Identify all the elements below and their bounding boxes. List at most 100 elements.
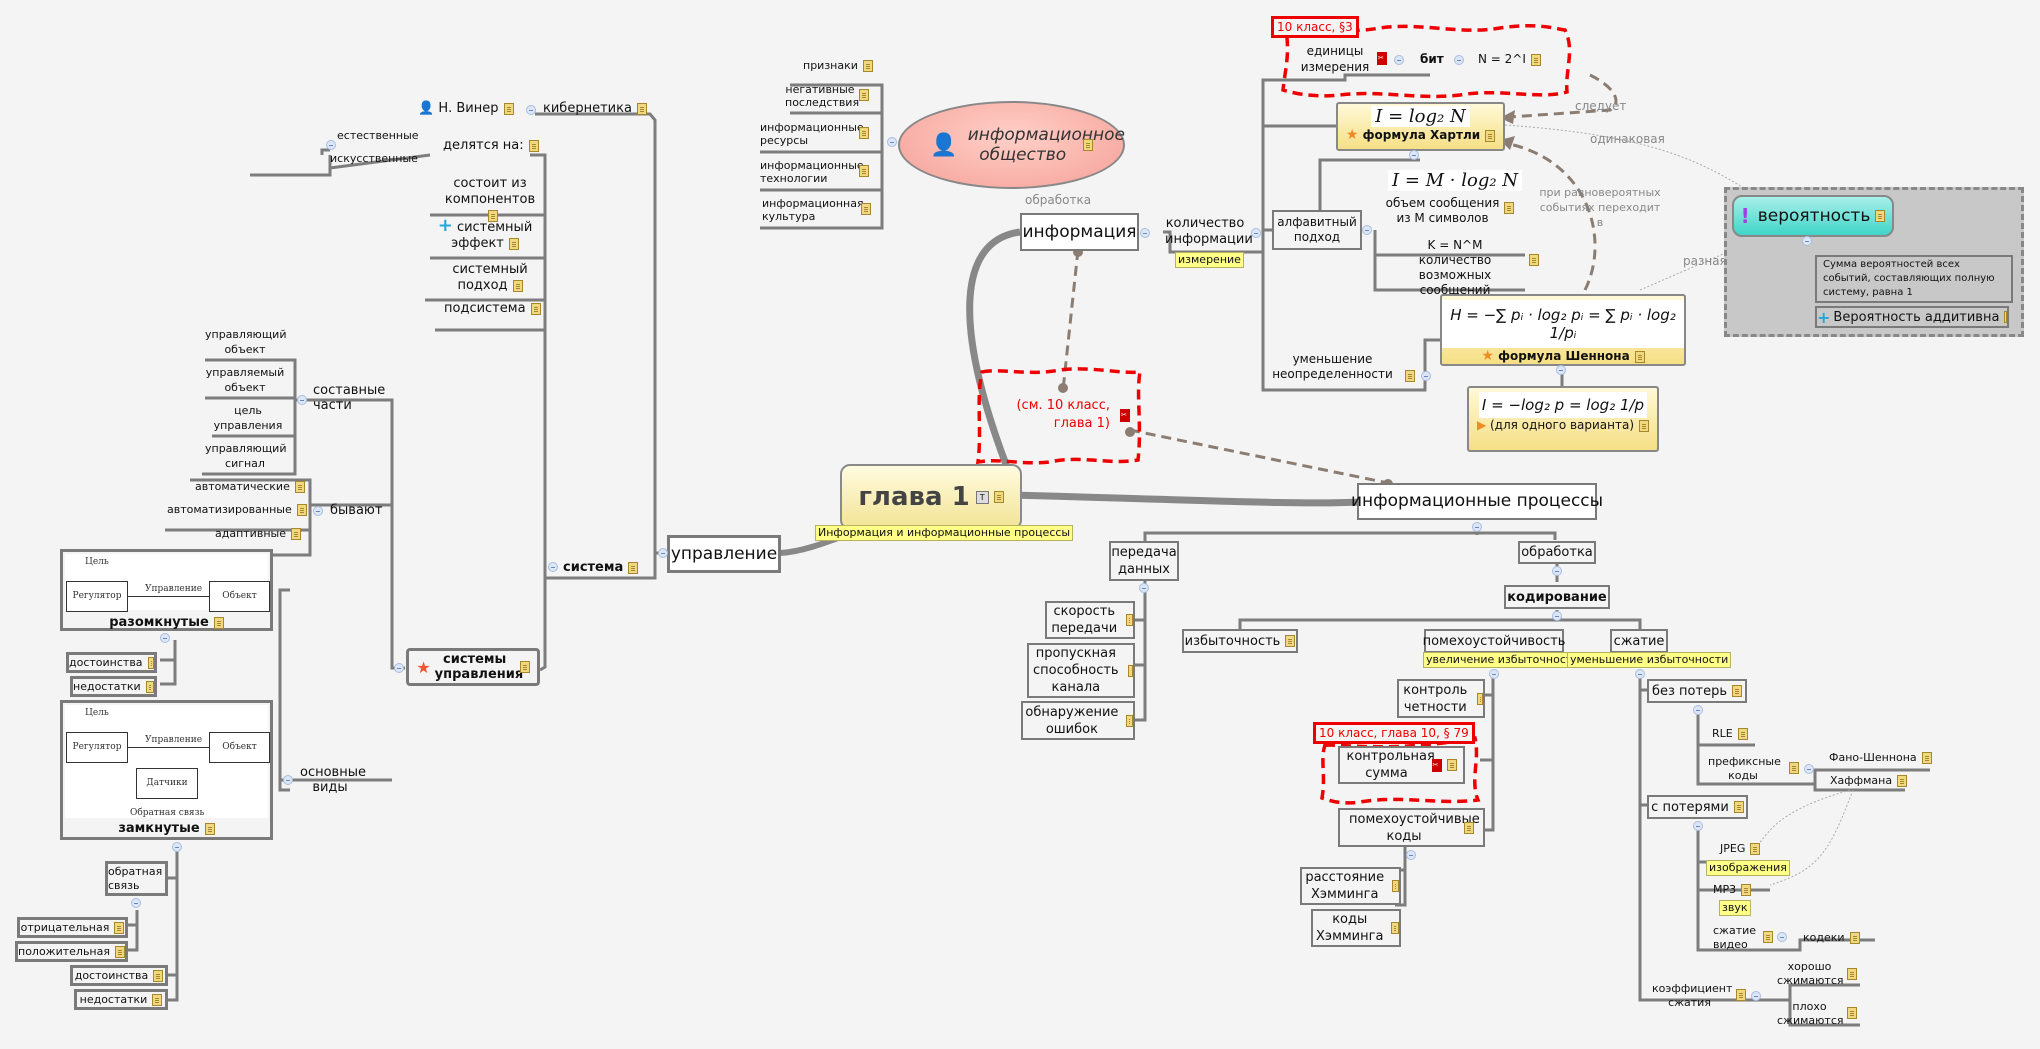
- node-pomeh-kody[interactable]: помехоустойчивые коды: [1338, 808, 1485, 847]
- collapse-toggle[interactable]: [1394, 55, 1404, 65]
- collapse-toggle[interactable]: [1489, 669, 1499, 679]
- collapse-toggle[interactable]: [1751, 991, 1761, 1001]
- child-signal[interactable]: управляющий сигнал: [205, 442, 287, 470]
- collapse-toggle[interactable]: [1802, 236, 1812, 246]
- collapse-toggle[interactable]: [1139, 583, 1149, 593]
- node-koef[interactable]: коэффициент сжатия: [1652, 982, 1733, 1009]
- child-adaptive[interactable]: адаптивные: [215, 526, 301, 541]
- collapse-toggle[interactable]: [394, 663, 404, 673]
- node-alfavitny[interactable]: алфавитный подход: [1272, 210, 1362, 250]
- central-topic[interactable]: глава 1 T: [840, 464, 1022, 530]
- collapse-toggle[interactable]: [131, 898, 141, 908]
- node-kolichestvo[interactable]: количество информации: [1165, 216, 1253, 247]
- node-codecs[interactable]: кодеки: [1803, 930, 1860, 945]
- node-polozhitelnaya[interactable]: положительная: [15, 941, 128, 962]
- node-n2i[interactable]: N = 2^I: [1478, 52, 1541, 67]
- collapse-toggle[interactable]: [1552, 566, 1562, 576]
- node-dostoinstva-2[interactable]: достоинства: [70, 965, 168, 986]
- node-rle[interactable]: RLE: [1712, 726, 1748, 741]
- node-kodirovanie[interactable]: кодирование: [1504, 585, 1610, 609]
- node-huffman[interactable]: Хаффмана: [1830, 773, 1908, 788]
- node-kontrol-chetnosti[interactable]: контроль четности: [1397, 679, 1485, 718]
- collapse-toggle[interactable]: [1454, 55, 1464, 65]
- node-osnovnye[interactable]: основные виды: [300, 765, 366, 795]
- collapse-toggle[interactable]: [1140, 228, 1150, 238]
- node-volume[interactable]: объем сообщения из M символов: [1385, 196, 1514, 226]
- node-izbytochnost[interactable]: избыточность: [1182, 629, 1298, 653]
- node-hamming-dist[interactable]: расстояние Хэмминга: [1300, 867, 1401, 905]
- node-single[interactable]: I = −log₂ p = log₂ 1/p ▶ (для одного вар…: [1467, 386, 1659, 452]
- node-fano[interactable]: Фано-Шеннона: [1829, 750, 1932, 765]
- child-estestvennye[interactable]: естественные: [337, 129, 419, 142]
- node-peredacha[interactable]: передача данных: [1109, 541, 1179, 581]
- node-s-poteryami[interactable]: с потерями: [1647, 795, 1748, 819]
- node-edinitsy[interactable]: единицы измерения: [1300, 44, 1370, 74]
- collapse-toggle[interactable]: [297, 395, 307, 405]
- node-szhatie[interactable]: сжатие: [1610, 629, 1668, 653]
- node-processes[interactable]: информационные процессы: [1351, 483, 1603, 520]
- node-good[interactable]: хорошо сжимаются: [1777, 960, 1844, 987]
- child-tehnologii[interactable]: информационные технологии: [760, 159, 869, 185]
- node-obshchestvo[interactable]: 👤 информационное общество: [898, 101, 1125, 189]
- collapse-toggle[interactable]: [1251, 228, 1261, 238]
- node-informatsiya[interactable]: информация: [1020, 213, 1139, 251]
- node-bit[interactable]: бит: [1420, 52, 1444, 66]
- node-skorost[interactable]: скорость передачи: [1045, 601, 1135, 639]
- node-bad[interactable]: плохо сжимаются: [1777, 1000, 1844, 1027]
- node-upravlenie[interactable]: управление: [667, 535, 781, 573]
- child-auto[interactable]: автоматические: [195, 479, 305, 494]
- node-podhod[interactable]: системный подход: [452, 262, 528, 293]
- child-goal[interactable]: цель управления: [213, 404, 283, 432]
- node-kibernetika[interactable]: кибернетика: [543, 101, 647, 116]
- node-podsistema[interactable]: подсистема: [444, 301, 541, 316]
- node-nedostatki-2[interactable]: недостатки: [74, 989, 168, 1010]
- collapse-toggle[interactable]: [160, 633, 170, 643]
- callout-see-10[interactable]: (см. 10 класс, глава 1): [1000, 397, 1130, 433]
- node-sostavnye[interactable]: составные части: [313, 383, 386, 413]
- child-resursy[interactable]: информационные ресурсы: [760, 121, 869, 147]
- node-probability[interactable]: ! вероятность: [1732, 195, 1894, 237]
- node-pomeh[interactable]: помехоустойчивость: [1423, 629, 1565, 653]
- collapse-toggle[interactable]: [1421, 371, 1431, 381]
- collapse-toggle[interactable]: [526, 105, 536, 115]
- collapse-toggle[interactable]: [1777, 932, 1787, 942]
- node-shannon[interactable]: H = −∑ pᵢ · log₂ pᵢ = ∑ pᵢ · log₂ 1/pᵢ ★…: [1440, 294, 1686, 366]
- collapse-toggle[interactable]: [548, 562, 558, 572]
- collapse-toggle[interactable]: [1552, 611, 1562, 621]
- child-iskusstvennye[interactable]: искусственные: [330, 152, 418, 165]
- child-upr-obj[interactable]: управляющий объект: [205, 328, 287, 356]
- collapse-toggle[interactable]: [1556, 365, 1566, 375]
- collapse-toggle[interactable]: [1472, 522, 1482, 532]
- node-video[interactable]: сжатие видео: [1713, 924, 1757, 951]
- collapse-toggle[interactable]: [1804, 764, 1814, 774]
- node-nedostatki-1[interactable]: недостатки: [70, 676, 157, 697]
- node-hartley[interactable]: I = log₂ N ★ формула Хартли: [1336, 102, 1505, 151]
- node-prob-additive[interactable]: +Вероятность аддитивна: [1815, 306, 2009, 328]
- node-sistema[interactable]: система: [563, 560, 639, 575]
- node-kontrolnaya-summa[interactable]: контрольная сумма: [1338, 746, 1465, 784]
- node-winer[interactable]: 👤 Н. Винер: [418, 101, 514, 116]
- collapse-toggle[interactable]: [887, 137, 897, 147]
- node-prob-sum[interactable]: Сумма вероятностей всех событий, составл…: [1815, 255, 2013, 303]
- collapse-toggle[interactable]: [172, 842, 182, 852]
- child-automated[interactable]: автоматизированные: [167, 502, 307, 517]
- child-upravl-obj[interactable]: управляемый объект: [205, 366, 285, 394]
- node-jpeg[interactable]: JPEG: [1720, 841, 1761, 856]
- node-sistemy-upravleniya[interactable]: ★системы управления: [406, 648, 540, 686]
- node-obratnaya-svyaz[interactable]: обратная связь: [105, 861, 168, 896]
- node-hamming-codes[interactable]: коды Хэмминга: [1311, 909, 1401, 947]
- node-otricatelnaya[interactable]: отрицательная: [17, 917, 128, 938]
- collapse-toggle[interactable]: [658, 548, 668, 558]
- child-negativnye[interactable]: негативные последствия: [785, 83, 869, 109]
- node-mp3[interactable]: MP3: [1713, 882, 1752, 897]
- node-delyatsya[interactable]: делятся на:: [443, 138, 539, 153]
- collapse-toggle[interactable]: [1406, 850, 1416, 860]
- node-byvayut[interactable]: бывают: [330, 503, 383, 518]
- node-sostoit[interactable]: состоит из компонентов: [440, 176, 540, 224]
- node-dostoinstva-1[interactable]: достоинства: [66, 652, 157, 673]
- node-umenshenie[interactable]: уменьшение неопределенности: [1272, 352, 1393, 381]
- collapse-toggle[interactable]: [1362, 225, 1372, 235]
- node-effekt[interactable]: + системный эффект: [437, 215, 533, 252]
- collapse-toggle[interactable]: [1409, 150, 1419, 160]
